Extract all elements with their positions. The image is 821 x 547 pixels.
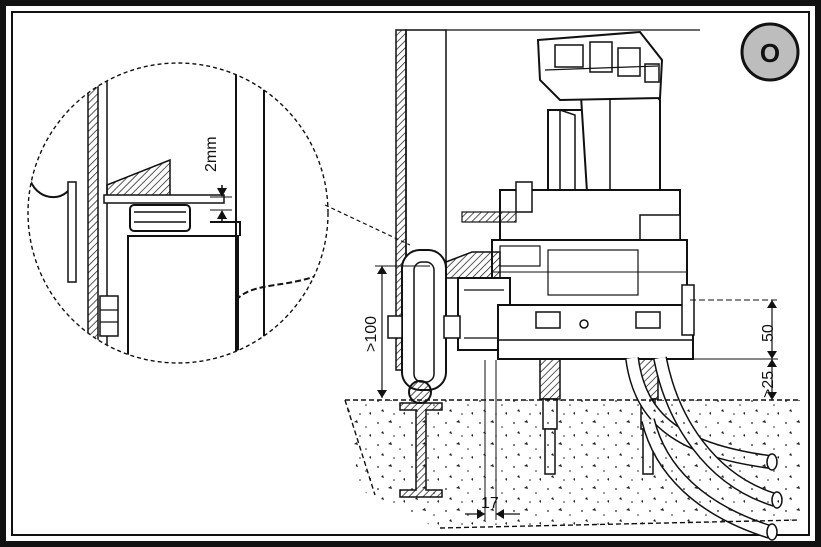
detail-bolt bbox=[99, 295, 119, 337]
label-height-min-rail: >100 bbox=[363, 316, 380, 352]
gate-roller bbox=[401, 249, 447, 391]
label-offset-horizontal: 17 bbox=[481, 495, 499, 512]
dimension-height-mount: 50 bbox=[690, 299, 778, 360]
concrete-foundation bbox=[344, 399, 801, 530]
threaded-rod bbox=[461, 211, 517, 223]
detail-motor-body bbox=[127, 235, 239, 363]
section-badge: O bbox=[740, 22, 800, 82]
dimension-height-min-base: >25 bbox=[760, 359, 777, 400]
badge-circle bbox=[740, 22, 800, 82]
label-height-min-base: >25 bbox=[760, 371, 777, 398]
detail-circle-outline bbox=[27, 62, 329, 364]
inner-frame bbox=[11, 11, 810, 536]
detail-magnifier: 2mm bbox=[27, 62, 411, 364]
badge-letter: O bbox=[760, 38, 780, 68]
dimension-offset-horizontal: 17 bbox=[465, 360, 520, 520]
detail-gap-label: 2mm bbox=[203, 136, 220, 172]
dimension-height-min-rail: >100 bbox=[363, 265, 430, 398]
detail-pinion bbox=[129, 204, 191, 232]
base-plate bbox=[497, 304, 694, 360]
label-height-mount: 50 bbox=[760, 324, 777, 342]
